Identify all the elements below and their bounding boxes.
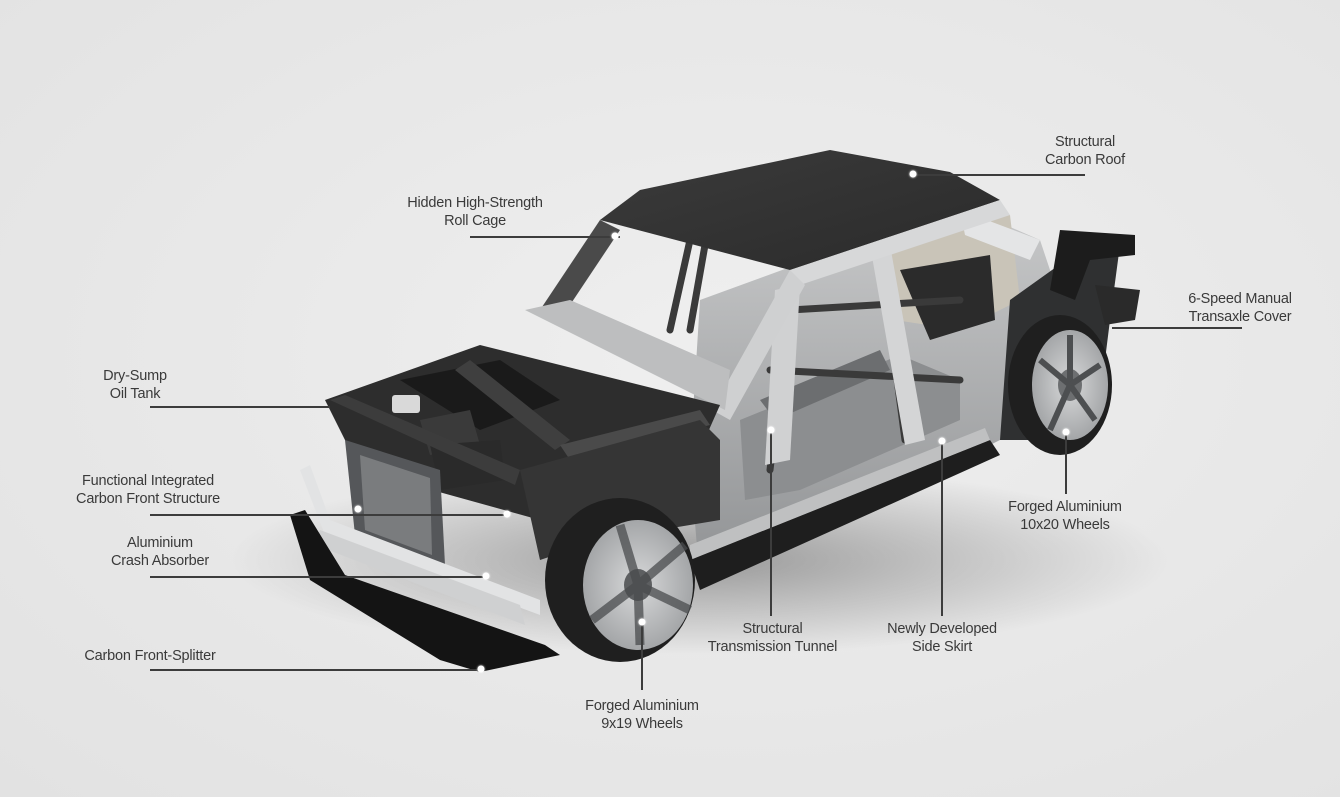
marker-dot-rear-wheels	[1062, 428, 1070, 436]
marker-dot-front-wheels	[638, 618, 646, 626]
leader-line-oil-tank	[150, 406, 330, 408]
callout-rear-wheels-label: Forged Aluminium 10x20 Wheels	[1008, 499, 1122, 533]
leader-line-crash-absorber	[150, 576, 485, 578]
marker-dot-carbon-roof	[909, 170, 917, 178]
callout-transmission-tunnel-label: Structural Transmission Tunnel	[707, 621, 838, 655]
marker-dot-front-structure-b	[503, 510, 511, 518]
splitter-shape	[290, 510, 560, 672]
leader-line-rear-wheels	[1065, 432, 1067, 494]
marker-dot-side-skirt	[938, 437, 946, 445]
side-skirt-shape	[690, 440, 1000, 590]
leader-line-roll-cage	[470, 236, 620, 238]
leader-line-transaxle-cover	[1112, 327, 1242, 329]
rear-wheel-shape	[1008, 315, 1112, 455]
marker-dot-crash-absorber	[482, 572, 490, 580]
marker-dot-roll-cage	[611, 232, 619, 240]
leader-line-front-splitter	[150, 669, 480, 671]
callout-front-splitter-label: Carbon Front-Splitter	[84, 648, 216, 664]
callout-front-wheels-label: Forged Aluminium 9x19 Wheels	[585, 698, 699, 732]
carbon-roof-shape	[600, 150, 1000, 270]
callout-crash-absorber-label: Aluminium Crash Absorber	[111, 535, 209, 569]
callout-transaxle-cover-label: 6-Speed Manual Transaxle Cover	[1188, 291, 1292, 325]
marker-dot-front-structure-a	[354, 505, 362, 513]
callout-side-skirt-label: Newly Developed Side Skirt	[887, 621, 997, 655]
callout-oil-tank-label: Dry-Sump Oil Tank	[103, 368, 167, 402]
callout-front-structure-label: Functional Integrated Carbon Front Struc…	[76, 473, 220, 507]
leader-line-carbon-roof	[913, 174, 1085, 176]
callout-carbon-roof-label: Structural Carbon Roof	[1044, 134, 1125, 168]
leader-line-transmission-tunnel	[770, 430, 772, 616]
leader-line-side-skirt	[941, 441, 943, 616]
marker-dot-front-splitter	[477, 665, 485, 673]
callout-roll-cage-label: Hidden High-Strength Roll Cage	[407, 195, 543, 229]
marker-dot-transmission-tunnel	[767, 426, 775, 434]
front-wheel-shape	[545, 498, 695, 662]
leader-line-front-wheels	[641, 622, 643, 690]
leader-line-front-structure	[150, 514, 510, 516]
